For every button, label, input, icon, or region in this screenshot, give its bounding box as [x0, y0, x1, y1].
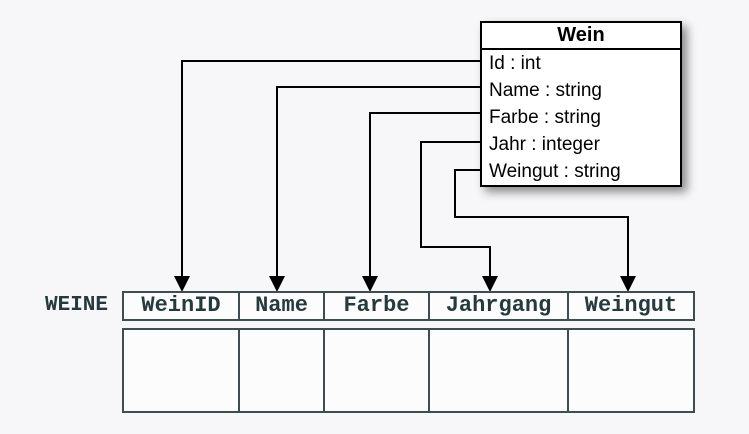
table-cell-farbe — [325, 330, 430, 411]
column-header-jahrgang: Jahrgang — [430, 293, 569, 319]
column-header-weingut: Weingut — [584, 293, 678, 318]
table-name-label: WEINE — [44, 294, 108, 317]
table-cell-weingut — [569, 330, 693, 411]
table-empty-row — [122, 328, 695, 413]
uml-attribute-jahr: Jahr : integer — [489, 134, 600, 155]
table-cell-jahrgang — [430, 330, 569, 411]
column-header-weinid: WeinID — [124, 293, 240, 319]
uml-attribute-name: Name : string — [489, 80, 602, 101]
uml-attribute-farbe: Farbe : string — [489, 107, 601, 128]
table-cell-weinid — [124, 330, 240, 411]
mapping-arrow-name-to-name — [269, 86, 480, 292]
column-header-farbe: Farbe — [325, 293, 430, 319]
uml-class-name: Wein — [482, 23, 680, 50]
mapping-arrow-farbe-to-farbe — [362, 112, 480, 292]
uml-attribute-list: Id : int Name : string Farbe : string Ja… — [482, 50, 680, 185]
uml-attribute-weingut: Weingut : string — [489, 161, 621, 182]
mapping-arrow-id-to-weinid — [174, 60, 480, 292]
mapping-arrow-jahr-to-jahrgang — [420, 141, 498, 292]
uml-class-box-wein: Wein Id : int Name : string Farbe : stri… — [480, 21, 682, 187]
uml-attribute-id: Id : int — [489, 53, 541, 74]
table-header-row: WeinID Name Farbe Jahrgang Weingut — [122, 291, 695, 321]
column-header-name: Name — [240, 293, 325, 319]
table-cell-name — [240, 330, 325, 411]
mapping-arrow-weingut-to-weingut — [454, 169, 636, 292]
